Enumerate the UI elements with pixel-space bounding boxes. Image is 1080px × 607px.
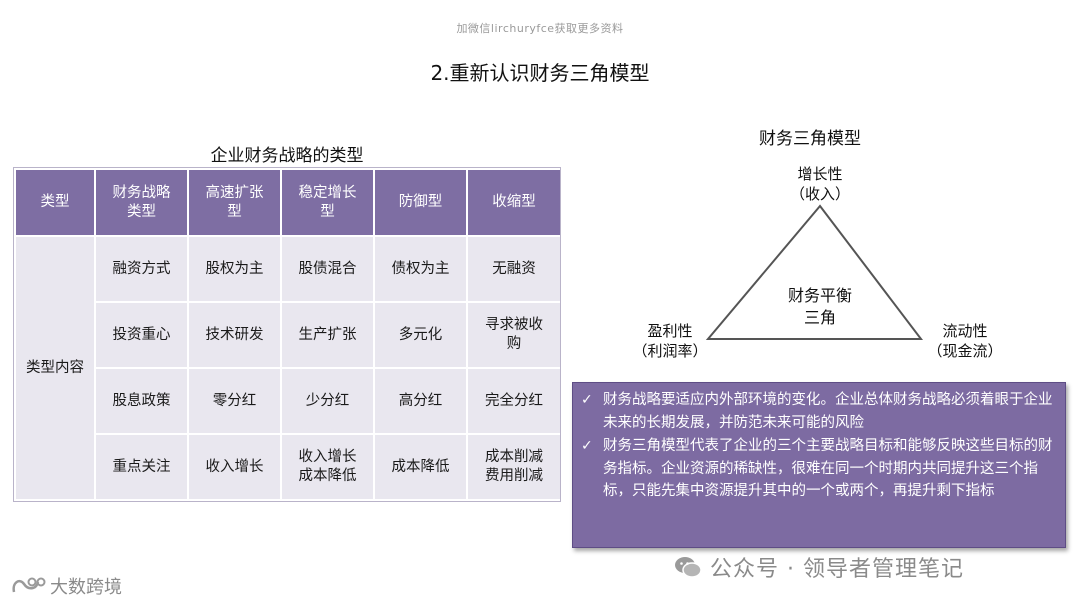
triangle-title: 财务三角模型 <box>759 129 861 149</box>
category-cell: 类型内容 <box>14 235 96 501</box>
brand-logo-icon <box>12 577 46 593</box>
table-row: 投资重心 技术研发 生产扩张 多元化 寻求被收购 <box>15 301 562 369</box>
wechat-watermark: 公众号 · 领导者管理笔记 <box>674 552 964 582</box>
table-cell: 重点关注 <box>94 433 189 501</box>
table-cell: 股息政策 <box>94 367 189 435</box>
top-watermark-note: 加微信lirchuryfce获取更多资料 <box>456 22 624 35</box>
slide-title: 2.重新认识财务三角模型 <box>430 61 650 85</box>
table-cell: 股债混合 <box>280 235 375 303</box>
brand-logo: 大数跨境 <box>10 572 122 600</box>
note-item: ✓ 财务三角模型代表了企业的三个主要战略目标和能够反映这些目标的财务指标。企业资… <box>581 435 1055 503</box>
table-cell: 债权为主 <box>373 235 468 303</box>
triangle-label-profitability: 盈利性（利润率） <box>632 322 708 360</box>
table-cell: 生产扩张 <box>280 301 375 369</box>
header-cell: 防御型 <box>373 168 468 237</box>
table-cell: 融资方式 <box>94 235 189 303</box>
table-row: 股息政策 零分红 少分红 高分红 完全分红 <box>15 367 562 435</box>
triangle-diagram <box>705 204 924 340</box>
header-cell: 收缩型 <box>466 168 562 237</box>
note-text: 财务三角模型代表了企业的三个主要战略目标和能够反映这些目标的财务指标。企业资源的… <box>603 438 1053 499</box>
triangle-shape <box>705 204 924 340</box>
table-cell: 零分红 <box>187 367 282 435</box>
table-cell: 成本削减费用削减 <box>466 433 562 501</box>
triangle-label-liquidity: 流动性（现金流） <box>927 322 1003 360</box>
wechat-watermark-text: 公众号 · 领导者管理笔记 <box>710 557 964 582</box>
table-header-row: 类型 财务战略类型 高速扩张型 稳定增长型 防御型 收缩型 <box>14 168 562 237</box>
table-cell: 收入增长 <box>187 433 282 501</box>
header-cell: 高速扩张型 <box>187 168 282 237</box>
notes-box: ✓ 财务战略要适应内外部环境的变化。企业总体财务战略必须着眼于企业未来的长期发展… <box>572 382 1066 548</box>
table-cell: 成本降低 <box>373 433 468 501</box>
header-cell: 类型 <box>14 168 96 237</box>
header-cell: 财务战略类型 <box>94 168 189 237</box>
table-cell: 收入增长成本降低 <box>280 433 375 501</box>
table-title: 企业财务战略的类型 <box>210 146 364 166</box>
strategy-table: 类型 财务战略类型 高速扩张型 稳定增长型 防御型 收缩型 类型内容 融资方式 … <box>14 168 562 501</box>
check-icon: ✓ <box>581 392 593 408</box>
table-cell: 寻求被收购 <box>466 301 562 369</box>
table-row: 重点关注 收入增长 收入增长成本降低 成本降低 成本削减费用削减 <box>15 433 562 501</box>
table-cell: 无融资 <box>466 235 562 303</box>
table-cell: 技术研发 <box>187 301 282 369</box>
table-cell: 高分红 <box>373 367 468 435</box>
triangle-label-growth: 增长性（收入） <box>789 165 850 203</box>
triangle-center-label: 财务平衡三角 <box>787 286 852 327</box>
table-cell: 多元化 <box>373 301 468 369</box>
note-item: ✓ 财务战略要适应内外部环境的变化。企业总体财务战略必须着眼于企业未来的长期发展… <box>581 389 1055 434</box>
note-text: 财务战略要适应内外部环境的变化。企业总体财务战略必须着眼于企业未来的长期发展，并… <box>603 392 1053 431</box>
table-row: 类型内容 融资方式 股权为主 股债混合 债权为主 无融资 <box>14 235 562 501</box>
brand-logo-text: 大数跨境 <box>50 577 122 598</box>
table-cell: 投资重心 <box>94 301 189 369</box>
header-cell: 稳定增长型 <box>280 168 375 237</box>
table-cell: 股权为主 <box>187 235 282 303</box>
wechat-icon <box>675 557 702 578</box>
table-cell: 完全分红 <box>466 367 562 435</box>
table-cell: 少分红 <box>280 367 375 435</box>
check-icon: ✓ <box>581 438 593 454</box>
